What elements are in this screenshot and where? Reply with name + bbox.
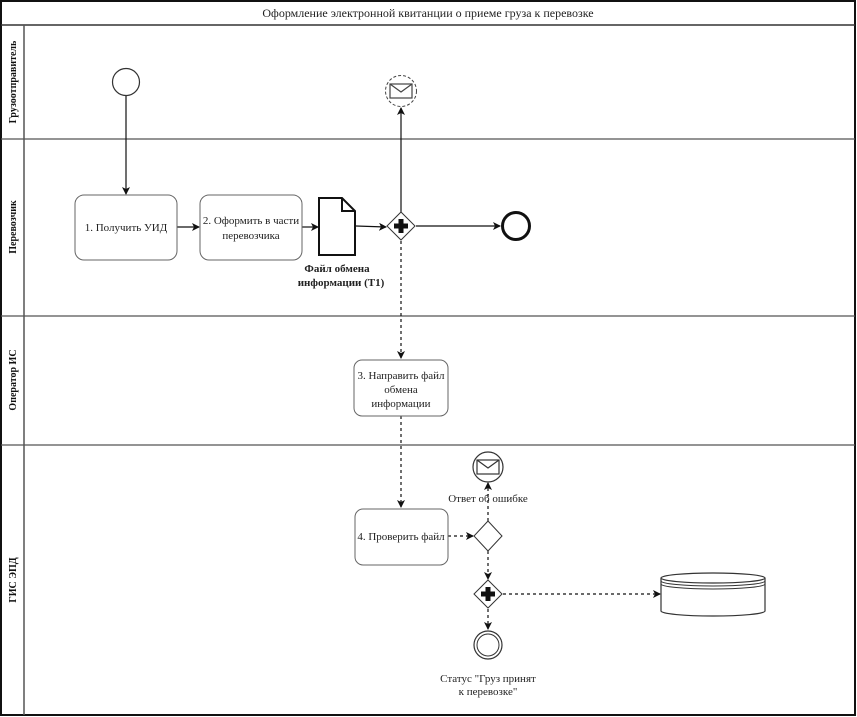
- document-file-t1[interactable]: Файл обмена информации (Т1): [298, 197, 385, 289]
- task-box: [199, 194, 303, 261]
- lane-gis-epd: ГИС ЭПД: [8, 557, 19, 602]
- parallel-gateway[interactable]: [386, 211, 416, 241]
- task-box: [74, 194, 178, 261]
- database-icon[interactable]: [660, 572, 766, 617]
- task-box: [353, 359, 449, 417]
- lane-label: Грузоотправитель: [8, 40, 19, 123]
- task-label: обмена: [384, 384, 418, 396]
- error-message-label: Ответ об ошибке: [448, 493, 528, 505]
- status-event[interactable]: [473, 630, 503, 660]
- task-send-file[interactable]: 3. Направить файл обмена информации: [353, 359, 449, 417]
- end-event-icon[interactable]: [501, 211, 531, 241]
- status-label: к перевозке": [459, 686, 518, 698]
- document-label: информации (Т1): [298, 277, 385, 289]
- lane-is-operator: Оператор ИС: [8, 349, 19, 410]
- task-fill-carrier-part[interactable]: 2. Оформить в части перевозчика: [199, 194, 303, 261]
- message-event[interactable]: [385, 75, 417, 107]
- document-icon: [318, 197, 356, 256]
- plus-icon: [394, 219, 408, 233]
- task-label: перевозчика: [222, 230, 279, 242]
- plus-icon: [481, 587, 495, 601]
- lane-label: Оператор ИС: [8, 349, 19, 410]
- task-label: 4. Проверить файл: [357, 531, 445, 543]
- parallel-gateway-gis[interactable]: [473, 579, 503, 609]
- status-label: Статус "Груз принят: [440, 673, 536, 685]
- task-label: 1. Получить УИД: [85, 222, 168, 234]
- envelope-icon: [476, 459, 500, 475]
- task-check-file[interactable]: 4. Проверить файл: [354, 508, 449, 566]
- task-label: информации: [371, 398, 430, 410]
- document-label: Файл обмена: [304, 263, 370, 275]
- error-message-event[interactable]: [472, 451, 504, 483]
- lane-carrier: Перевозчик: [8, 200, 19, 254]
- lane-label: Перевозчик: [8, 200, 19, 254]
- document-fold: [341, 198, 355, 212]
- task-label: 2. Оформить в части: [203, 215, 299, 227]
- start-event-icon[interactable]: [111, 67, 141, 97]
- pool-title: Оформление электронной квитанции о прием…: [262, 6, 593, 20]
- task-get-uid[interactable]: 1. Получить УИД: [74, 194, 178, 261]
- event-inner-circle: [476, 633, 500, 657]
- lane-label: ГИС ЭПД: [8, 557, 19, 602]
- event-outer-circle: [473, 630, 503, 660]
- task-box: [354, 508, 449, 566]
- sequence-flow: [355, 222, 387, 231]
- exclusive-gateway[interactable]: [473, 520, 503, 552]
- task-label: 3. Направить файл: [358, 370, 446, 382]
- lane-shipper: Грузоотправитель: [8, 40, 19, 123]
- envelope-icon: [389, 83, 413, 99]
